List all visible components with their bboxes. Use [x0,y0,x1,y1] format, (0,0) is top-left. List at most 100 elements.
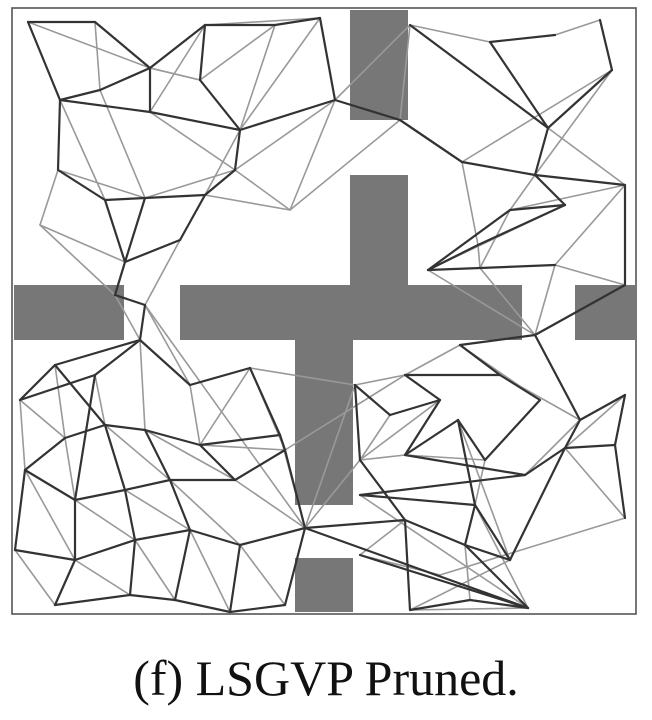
graph-edge-dark [403,418,460,457]
graph-edge-dark [353,383,392,417]
graph-edge-light [19,399,26,471]
graph-edge-dark [93,338,142,377]
graph-edge-dark [178,193,207,242]
graph-edge-light [64,437,76,501]
figure-caption: (f) LSGVP Pruned. [133,650,519,706]
graph-edge-dark [613,443,627,520]
graph-edge-dark [408,598,472,612]
graph-edge-dark [408,23,550,130]
graph-edge-light [524,419,581,476]
graph-edge-light [39,224,126,263]
graph-edge-dark [498,373,542,402]
graph-edge-light [284,374,406,451]
graph-edge-dark [128,593,177,602]
graph-edge-dark [13,468,27,552]
graph-edge-dark [458,343,502,377]
graph-edge-dark [508,203,567,212]
graph-edge-light [204,194,291,211]
graph-edge-dark [143,428,202,447]
obstacle-cross-vertical-lower [295,340,353,505]
graph-edge-dark [123,196,147,264]
graph-edge-dark [233,128,242,172]
graph-edge-dark [23,468,77,502]
graph-edge-light [359,414,391,461]
graph-edge-dark [58,98,152,114]
graph-edge-light [289,119,401,211]
graph-edge-light [199,24,276,81]
graph-edge-dark [173,598,232,614]
graph-edge-light [427,269,536,336]
graph-edge-dark [533,173,567,207]
graph-edge-dark [463,543,512,562]
graph-edge-dark [403,453,527,477]
graph-edge-light [554,264,626,286]
graph-edge-light [74,499,136,541]
graph-edge-dark [463,543,530,610]
graph-edge-dark [358,473,527,497]
graph-edge-light [94,374,106,426]
graph-edge-dark [123,238,182,264]
graph-edge-dark [138,338,192,387]
graph-edge-dark [533,333,582,422]
graph-edge-dark [228,543,242,614]
graph-edge-dark [233,448,287,482]
graph-edge-light [189,384,201,446]
graph-edge-dark [198,78,242,132]
graph-edge-light [554,184,626,266]
graph-edge-dark [18,373,97,402]
graph-edge-dark [73,538,137,562]
graph-edge-light [234,479,306,529]
graph-edge-light [204,17,321,26]
graph-edge-dark [483,398,542,462]
graph-edge-dark [508,446,567,562]
graph-edge-dark [73,488,127,502]
graph-edge-light [144,304,306,529]
graph-edge-dark [613,393,627,447]
graph-edge-light [359,519,406,556]
graph-edge-dark [133,528,192,542]
graph-edge-dark [103,196,147,202]
graph-edge-light [547,127,626,186]
graph-edge-light [564,394,626,449]
graph-edge-light [144,239,181,306]
graph-edge-dark [26,20,62,102]
graph-edge-dark [248,366,282,437]
graph-edge-dark [18,363,57,402]
graph-edge-light [359,399,441,461]
graph-edge-light [409,607,529,611]
graph-edge-light [534,264,556,336]
graph-edge-dark [318,16,337,102]
graph-edge-light [114,294,141,341]
graph-edge-dark [143,193,207,200]
graph-edge-light [461,69,613,163]
graph-edge-dark [278,433,287,452]
graph-edge-light [144,169,236,199]
graph-edge-dark [303,526,530,610]
graph-edge-dark [273,16,322,27]
graph-edge-dark [533,283,627,337]
graph-edge-light [139,339,146,431]
graph-edge-dark [173,528,192,602]
graph-edge-dark [238,526,307,547]
graph-edge-dark [358,553,530,610]
graph-edge-dark [403,398,442,457]
graph-edge-dark [333,98,402,122]
graph-edge-dark [56,98,62,172]
graph-edge-dark [103,423,127,492]
graph-edge-dark [476,203,567,247]
graph-edge-dark [73,373,97,502]
graph-edge-light [239,24,276,131]
graph-edge-dark [198,433,282,447]
graph-edge-dark [523,446,567,477]
graph-edge-light [509,184,626,211]
graph-edge-dark [563,418,582,450]
graph-edge-dark [53,338,142,367]
graph-edge-dark [456,418,477,507]
graph-edge-dark [468,598,530,610]
graph-edge-dark [403,518,412,612]
graph-edge-light [189,529,231,613]
graph-edge-dark [358,493,477,507]
graph-edge-dark [426,243,480,272]
graph-edge-light [304,384,356,529]
graph-edge-dark [598,18,614,72]
